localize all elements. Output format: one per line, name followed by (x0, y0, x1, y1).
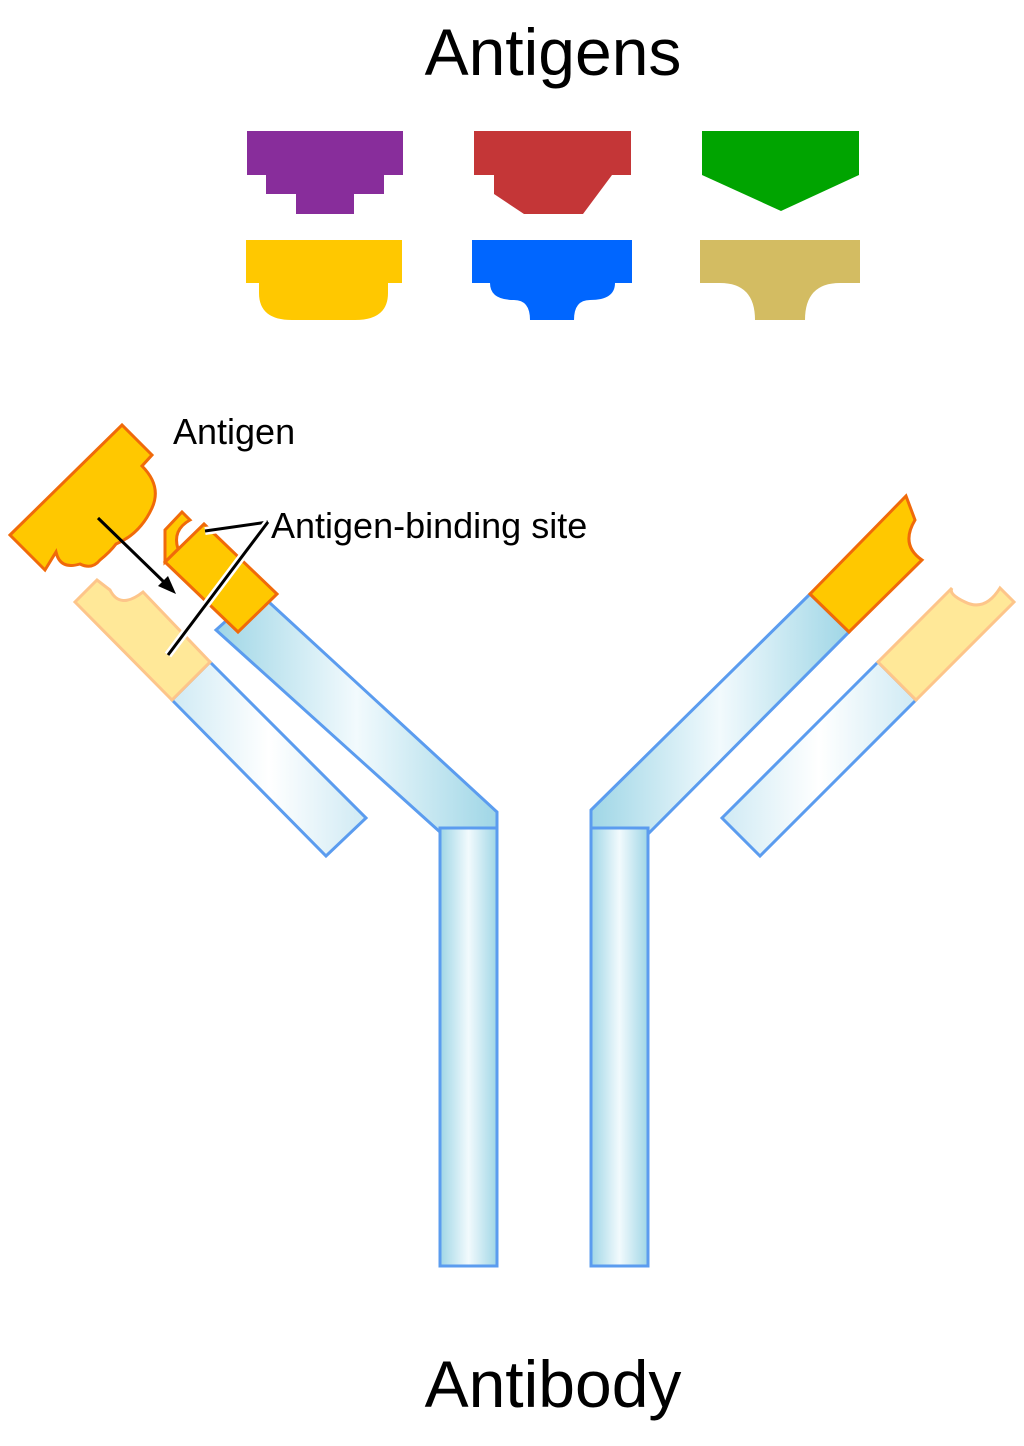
light-tip-left (72, 578, 213, 703)
heavy-tip-right (807, 493, 925, 635)
antigen-yellow (246, 240, 402, 320)
binding-arrow (96, 516, 176, 594)
light-chain-right (719, 585, 1017, 859)
heavy-chain-arm-right (589, 493, 925, 838)
heavy-tip-left-notch (163, 509, 193, 566)
antigen-shapes (246, 131, 860, 320)
arrow-head-icon (158, 576, 176, 594)
antibody-stem (438, 826, 650, 1268)
binding-site-label: Antigen-binding site (271, 505, 587, 546)
antigens-title: Antigens (425, 15, 682, 89)
antigen-tan (700, 240, 860, 320)
antigen-red (474, 131, 631, 214)
light-tip-right (875, 585, 1017, 703)
antigen-label: Antigen (173, 411, 295, 452)
binding-site-leader (164, 518, 272, 658)
light-chain-left (72, 578, 369, 859)
heavy-chain-stem-left (438, 826, 499, 1268)
antibody-title: Antibody (425, 1347, 682, 1421)
antigen-green (702, 131, 859, 211)
heavy-chain-stem-right (589, 826, 650, 1268)
antigen-blue (472, 240, 632, 320)
bound-antigen (7, 422, 157, 573)
heavy-arm-left-body (213, 589, 499, 836)
antigen-purple (247, 131, 403, 214)
